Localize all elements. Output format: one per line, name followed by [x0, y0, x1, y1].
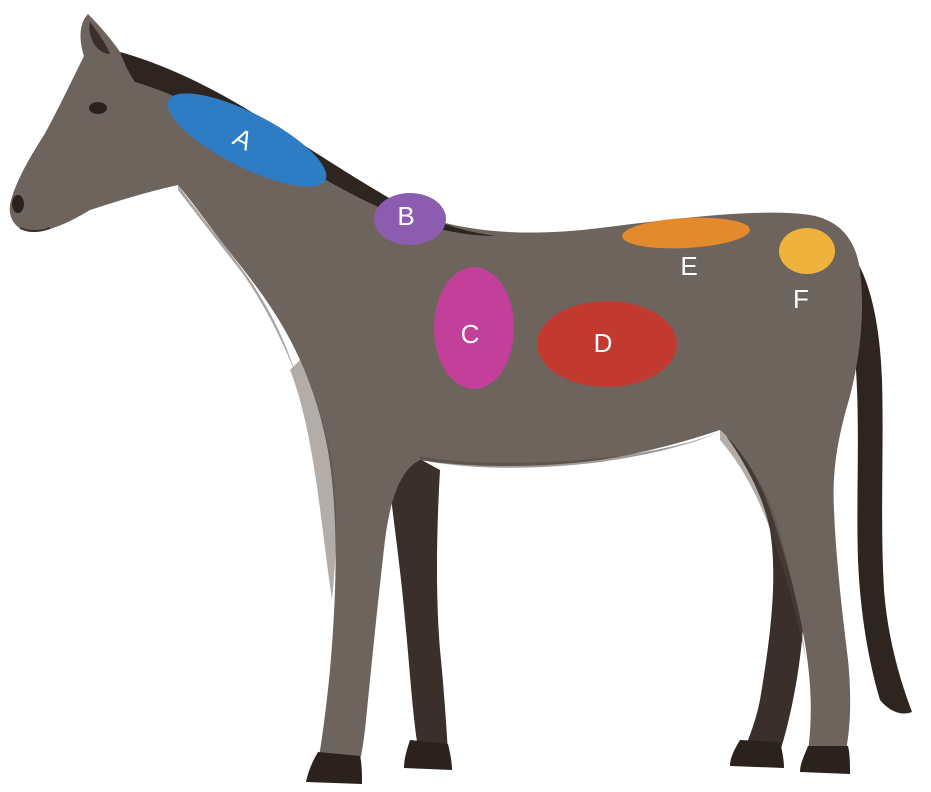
near-hind-hoof	[800, 746, 850, 774]
near-front-hoof	[306, 752, 362, 784]
region-d-label: D	[594, 328, 613, 358]
horse-eye	[89, 102, 107, 114]
region-b-label: B	[397, 201, 414, 231]
far-front-hoof	[404, 740, 452, 770]
far-hind-hoof	[730, 740, 784, 768]
region-f-marker	[779, 228, 835, 274]
region-f-label: F	[793, 284, 809, 314]
region-e-label: E	[680, 251, 697, 281]
region-c-label: C	[461, 319, 480, 349]
horse-nostril	[12, 195, 24, 213]
